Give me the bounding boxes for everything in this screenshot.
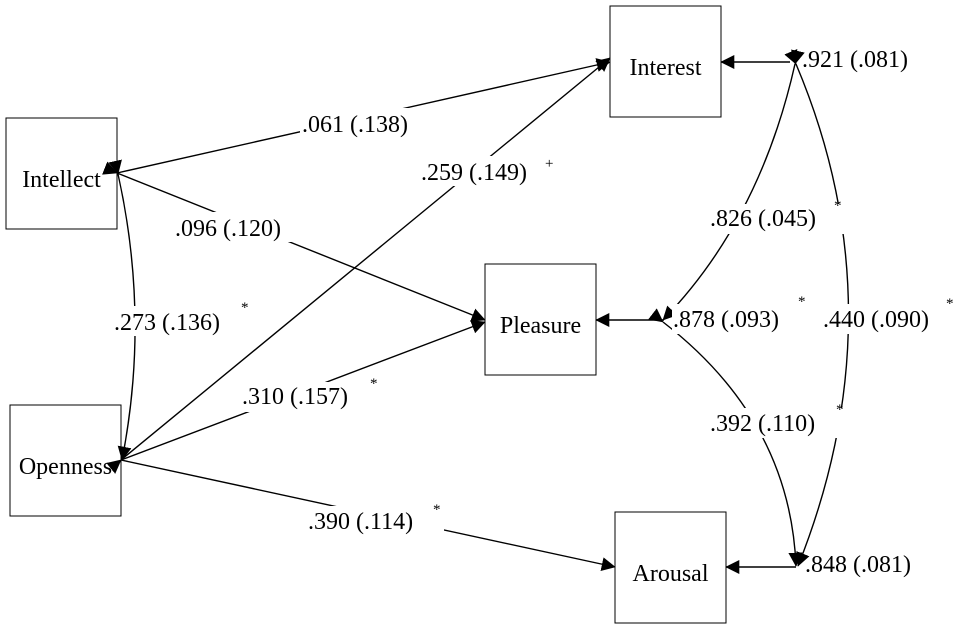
residual-pleasure: .878 (.093) [673,307,779,333]
label-residual-pleasure: .878 (.093) * [672,294,808,334]
sig-interest-arousal: * [946,296,954,312]
label-interest-arousal: .440 (.090) * [822,296,956,334]
coef-interest-arousal: .440 (.090) [823,307,929,333]
coef-openness-pleasure: .310 (.157) [242,384,348,410]
openness-node: Openness [9,404,122,517]
intellect-node: Intellect [5,117,118,230]
label-interest-pleasure: .826 (.045) * [708,198,846,234]
label-intellect-pleasure: .096 (.120) [174,212,302,242]
sig-openness-arousal: * [433,502,441,518]
interest-label: Interest [630,55,702,81]
label-intellect-openness: .273 (.136) * [112,300,249,336]
openness-label: Openness [19,454,112,480]
arrow-intellect-pleasure [102,161,486,322]
sig-pleasure-arousal: * [836,402,844,418]
label-openness-interest: .259 (.149) + [420,156,560,186]
residual-arousal: .848 (.081) [805,552,911,578]
coef-pleasure-arousal: .392 (.110) [710,411,815,437]
sig-intellect-openness: * [241,300,249,316]
arousal-label: Arousal [633,561,709,587]
residual-interest: .921 (.081) [802,47,908,73]
arousal-node: Arousal [614,511,727,624]
label-pleasure-arousal: .392 (.110) * [708,402,846,438]
sig-residual-pleasure: * [798,294,806,310]
sig-openness-interest: + [545,156,553,172]
label-openness-arousal: .390 (.114) * [306,502,444,536]
coef-openness-interest: .259 (.149) [421,160,527,186]
coef-interest-pleasure: .826 (.045) [710,206,816,232]
sig-interest-pleasure: * [834,198,842,214]
pleasure-node: Pleasure [484,263,597,376]
coef-intellect-pleasure: .096 (.120) [175,216,281,242]
coef-intellect-interest: .061 (.138) [302,112,408,138]
coef-intellect-openness: .273 (.136) [114,310,220,336]
interest-node: Interest [609,5,722,118]
label-intellect-interest: .061 (.138) [300,108,428,138]
sig-openness-pleasure: * [370,376,378,392]
pleasure-label: Pleasure [500,313,581,339]
intellect-label: Intellect [22,167,101,193]
label-openness-pleasure: .310 (.157) * [240,376,380,412]
coef-openness-arousal: .390 (.114) [308,509,413,535]
